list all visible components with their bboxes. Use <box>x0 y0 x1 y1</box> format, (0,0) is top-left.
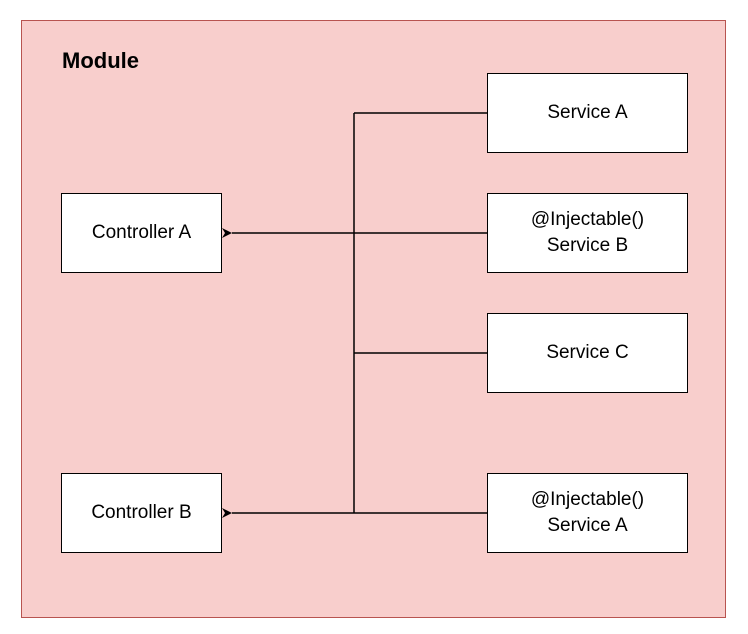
injectable-service-a-decorator: @Injectable() <box>530 489 645 510</box>
service-c-box: Service C <box>487 313 688 393</box>
controller-a-box: Controller A <box>61 193 222 273</box>
module-title: Module <box>62 48 139 73</box>
controller-a-label: Controller A <box>91 222 192 243</box>
service-c-label: Service C <box>546 342 629 363</box>
injectable-service-a-label: Service A <box>547 515 628 536</box>
service-b-decorator: @Injectable() <box>530 209 645 230</box>
service-b-label: Service B <box>546 235 629 256</box>
controller-b-label: Controller B <box>91 502 192 523</box>
controller-b-box: Controller B <box>61 473 222 553</box>
service-a-label: Service A <box>547 102 628 123</box>
service-a-box: Service A <box>487 73 688 153</box>
service-b-box: @Injectable() Service B <box>487 193 688 273</box>
injectable-service-a-box: @Injectable() Service A <box>487 473 688 553</box>
